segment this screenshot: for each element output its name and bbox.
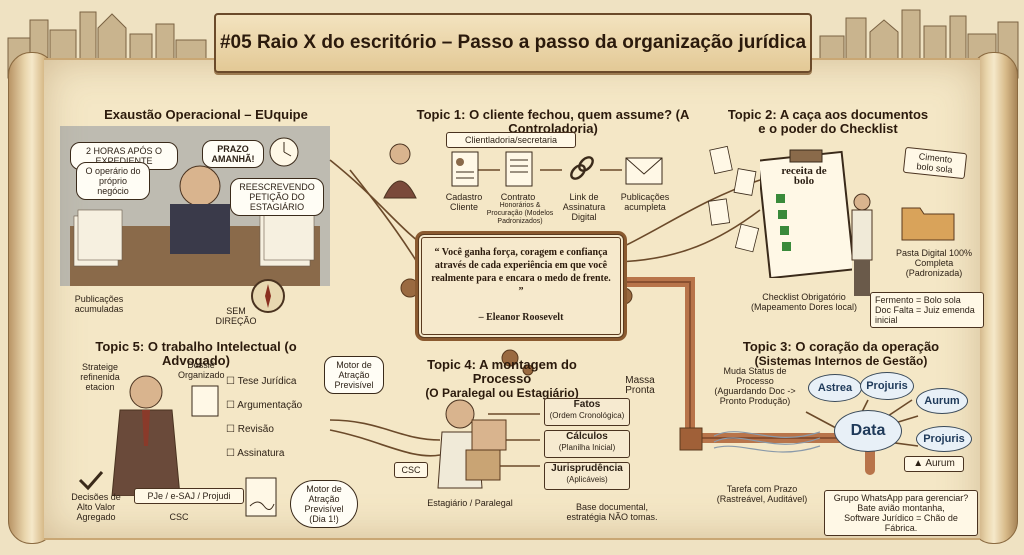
label-csc-topic4: CSC bbox=[394, 462, 428, 478]
label-base-documental: Base documental, estratégia NÃO tomas. bbox=[566, 502, 658, 522]
item-tese-label: Tese Jurídica bbox=[237, 376, 297, 387]
topic2-heading-line2: e o poder do Checklist bbox=[758, 121, 898, 136]
whatsapp-line3: Software Jurídico = Chão de Fábrica. bbox=[844, 513, 958, 533]
label-dossie: Dossiê Organizado bbox=[178, 360, 225, 380]
label-publicacoes-acumuladas: Publicações acumuladas bbox=[74, 294, 124, 314]
item-tese: ☐ Tese Jurídica bbox=[226, 376, 297, 387]
box-calculos: Cálculos (Planilha Inicial) bbox=[544, 430, 630, 458]
label-massa-pronta: Massa Pronta bbox=[625, 375, 655, 396]
fermento-note: Fermento = Bolo sola Doc Falta = Juiz em… bbox=[870, 292, 984, 328]
item-assinatura-label: Assinatura bbox=[237, 448, 285, 459]
clipboard-checklist-illustration bbox=[760, 149, 852, 278]
dossier-icon bbox=[191, 385, 219, 417]
node-data: Data bbox=[834, 410, 902, 452]
quote-author: – Eleanor Roosevelt bbox=[478, 312, 564, 323]
item-revisao: ☐ Revisão bbox=[226, 424, 274, 435]
topic2-heading-line1: Topic 2: A caça aos documentos bbox=[727, 107, 929, 122]
link-chain-icon bbox=[570, 156, 594, 180]
quote-text: “ Você ganha força, coragem e confiança … bbox=[431, 247, 611, 297]
signed-document-icon bbox=[245, 477, 277, 517]
bubble-reescrevendo: REESCREVENDO PETIÇÃO DO ESTAGIÁRIO bbox=[230, 178, 324, 216]
section-heading-exaustao: Exaustão Operacional – EUquipe bbox=[104, 107, 308, 122]
title-banner: #05 Raio X do escritório – Passo a passo… bbox=[214, 13, 812, 73]
section-heading-topic2: Topic 2: A caça aos documentos e o poder… bbox=[726, 108, 930, 136]
label-link-assinatura: Link de Assinatura Digital bbox=[562, 192, 606, 222]
box-fatos-title: Fatos bbox=[573, 399, 601, 410]
label-tarefa: Tarefa com Prazo (Rastreável, Auditável) bbox=[716, 484, 808, 504]
flying-documents-illustration bbox=[707, 145, 760, 253]
label-contrato-sub: Honorários & Procuração (Modelos Padroni… bbox=[486, 202, 554, 225]
node-astrea: Astrea bbox=[808, 374, 862, 402]
box-jurisprudencia: Jurisprudência (Aplicáveis) bbox=[544, 462, 630, 490]
aurum-logo-icon: ▲ bbox=[913, 458, 926, 469]
lawyer-illustration bbox=[111, 375, 181, 496]
topic4-heading-line2: (O Paralegal ou Estagiário) bbox=[425, 386, 579, 400]
arrow-data-astrea bbox=[805, 411, 837, 429]
item-argumentacao-label: Argumentação bbox=[237, 400, 303, 411]
man-pointing-illustration bbox=[851, 193, 873, 296]
compass-icon bbox=[251, 279, 285, 313]
digital-folder-icon bbox=[901, 207, 955, 241]
bubble-motor-atracao: Motor de Atração Previsível bbox=[324, 356, 384, 394]
secretary-illustration bbox=[383, 143, 417, 199]
pipe-highlight bbox=[616, 281, 870, 439]
section-heading-topic5: Topic 5: O trabalho Intelectual (o Advog… bbox=[95, 339, 297, 368]
section-heading-topic1: Topic 1: O cliente fechou, quem assume? … bbox=[416, 107, 690, 136]
label-publicacoes-acumpleta: Publicações acumpleta bbox=[620, 192, 670, 212]
label-cadastro-cliente: Cadastro Cliente bbox=[445, 192, 483, 212]
box-juris-sub: (Aplicáveis) bbox=[566, 475, 608, 484]
client-form-icon bbox=[451, 151, 479, 187]
node-projuris-right: Projuris bbox=[916, 426, 972, 452]
box-calculos-title: Cálculos bbox=[566, 431, 608, 442]
gear-icon bbox=[400, 278, 420, 298]
label-pje: PJe / e-SAJ / Projudi bbox=[134, 488, 244, 504]
paralegal-illustration bbox=[437, 399, 507, 489]
box-stack-icon bbox=[471, 419, 507, 451]
fermento-line2: Doc Falta = Juiz emenda inicial bbox=[875, 305, 975, 325]
checkmark-icon bbox=[78, 471, 104, 491]
label-sem-direcao: SEM DIREÇÃO bbox=[215, 306, 257, 326]
root-lines-topic5 bbox=[329, 419, 441, 441]
fermento-line1: Fermento = Bolo sola bbox=[875, 295, 961, 305]
contract-icon bbox=[505, 151, 533, 187]
label-receita-de-bolo: receita de bolo bbox=[781, 165, 827, 187]
data-stream-illustration bbox=[713, 431, 821, 453]
label-muda-status: Muda Status de Processo (Aguardando Doc … bbox=[714, 366, 796, 406]
aurum-logo: ▲ Aurum bbox=[904, 456, 964, 472]
topic3-heading-line2: (Sistemas Internos de Gestão) bbox=[754, 354, 928, 368]
box-juris-title: Jurisprudência bbox=[551, 463, 623, 474]
topic4-heading-line1: Topic 4: A montagem do Processo bbox=[427, 357, 577, 386]
whatsapp-line2: Bate avião montanha, bbox=[857, 503, 945, 513]
section-heading-topic3: Topic 3: O coração da operação (Sistemas… bbox=[736, 339, 946, 369]
bubble-prazo-amanha: PRAZO AMANHÃ! bbox=[202, 140, 264, 168]
item-assinatura: ☐ Assinatura bbox=[226, 448, 285, 459]
box-fatos-sub: (Ordem Cronológica) bbox=[549, 411, 625, 420]
topic3-heading-line1: Topic 3: O coração da operação bbox=[742, 339, 940, 354]
item-argumentacao: ☐ Argumentação bbox=[226, 400, 303, 411]
whatsapp-note: Grupo WhatsApp para gerenciar? Bate aviã… bbox=[824, 490, 978, 536]
bubble-operario: O operário do próprio negócio bbox=[76, 162, 150, 200]
bubble-motor-dia1: Motor de Atração Previsível (Dia 1!) bbox=[290, 480, 358, 528]
label-estagiario: Estagiário / Paralegal bbox=[427, 498, 513, 508]
check-icon bbox=[776, 194, 785, 203]
box-calculos-sub: (Planilha Inicial) bbox=[558, 443, 616, 452]
page-title: #05 Raio X do escritório – Passo a passo… bbox=[219, 32, 807, 53]
label-strateige: Strateige refinenida etacion bbox=[80, 362, 120, 392]
label-clientladoria: Clientladoria/secretaria bbox=[446, 132, 576, 148]
label-decisoes: Decisões de Alto Valor Agregado bbox=[71, 492, 121, 522]
envelope-icon bbox=[625, 157, 663, 185]
pipe-valve bbox=[679, 427, 703, 451]
node-projuris-top: Projuris bbox=[860, 372, 914, 400]
aurum-logo-text: Aurum bbox=[925, 458, 955, 469]
box-fatos: Fatos (Ordem Cronológica) bbox=[544, 398, 630, 426]
label-pasta-digital: Pasta Digital 100% Completa (Padronizada… bbox=[895, 248, 973, 278]
label-checklist-obrigatorio: Checklist Obrigatório (Mapeamento Dores … bbox=[750, 292, 858, 312]
quote-frame: “ Você ganha força, coragem e confiança … bbox=[418, 234, 624, 338]
label-contrato: Contrato bbox=[500, 192, 536, 202]
section-heading-topic4: Topic 4: A montagem do Processo (O Paral… bbox=[404, 357, 600, 401]
item-revisao-label: Revisão bbox=[237, 424, 274, 435]
node-aurum: Aurum bbox=[916, 388, 968, 414]
whatsapp-line1: Grupo WhatsApp para gerenciar? bbox=[833, 493, 969, 503]
label-csc-topic5: CSC bbox=[169, 512, 189, 522]
